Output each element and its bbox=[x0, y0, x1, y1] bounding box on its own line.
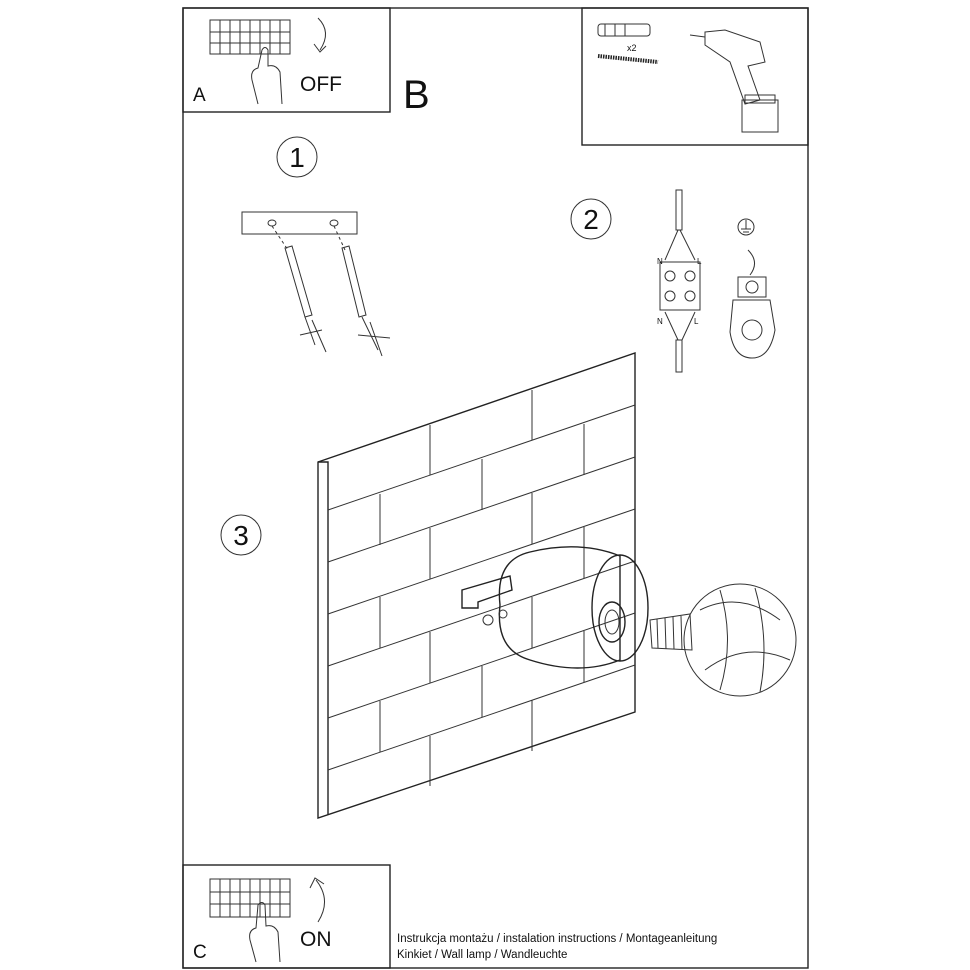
wall-plugs-icon bbox=[271, 225, 391, 357]
neutral-label-bottom: N bbox=[657, 317, 663, 326]
step-2: 2 N L N L bbox=[570, 189, 776, 373]
arrow-up-icon bbox=[309, 877, 325, 923]
wall-plug-icon bbox=[597, 23, 651, 37]
ground-terminal-icon bbox=[729, 218, 776, 359]
arrow-down-icon bbox=[313, 17, 327, 53]
terminal-block-icon bbox=[659, 189, 701, 373]
screw-icon bbox=[597, 54, 659, 64]
panel-a-letter: A bbox=[193, 85, 206, 106]
hand-icon bbox=[251, 47, 283, 105]
footer-product-name: Kinkiet / Wall lamp / Wandleuchte bbox=[397, 949, 567, 961]
light-bulb-icon bbox=[649, 583, 797, 697]
step-1: 1 bbox=[241, 136, 391, 357]
footer-instructions-title: Instrukcja montażu / instalation instruc… bbox=[397, 933, 717, 945]
on-label: ON bbox=[300, 928, 332, 951]
hand-icon bbox=[249, 902, 281, 963]
step-1-number: 1 bbox=[289, 142, 305, 173]
tools-panel: x2 bbox=[581, 7, 809, 146]
off-label: OFF bbox=[300, 73, 342, 96]
brick-wall-icon bbox=[317, 352, 636, 819]
mounting-bracket-icon bbox=[241, 211, 358, 235]
panel-c-letter: C bbox=[193, 942, 207, 963]
panel-c-power-on: C ON bbox=[182, 864, 391, 969]
outer-frame bbox=[182, 7, 809, 969]
neutral-label-top: N bbox=[657, 257, 663, 266]
step-2-number: 2 bbox=[583, 204, 599, 235]
step-3-number: 3 bbox=[233, 520, 249, 551]
breaker-box-icon bbox=[209, 878, 291, 918]
drill-icon bbox=[689, 29, 779, 133]
breaker-box-icon bbox=[209, 19, 291, 55]
live-label-bottom: L bbox=[694, 317, 699, 326]
step-3: 3 bbox=[220, 352, 797, 819]
panel-a-power-off: A OFF bbox=[182, 7, 391, 113]
panel-b-letter: B bbox=[403, 73, 430, 117]
quantity-label: x2 bbox=[627, 43, 637, 53]
wall-lamp-icon bbox=[461, 546, 649, 669]
live-label-top: L bbox=[697, 257, 702, 266]
